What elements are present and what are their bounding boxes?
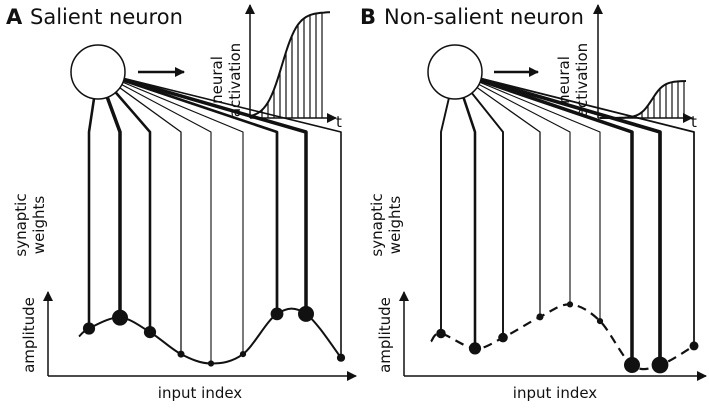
synapse-line-a-4	[97, 71, 182, 355]
synapse-line-b-1	[440, 71, 456, 334]
synapse-dot-a-4	[177, 350, 185, 358]
panel-a-ylabel-top-2: weights	[30, 196, 48, 255]
panel-b-activation-curve	[600, 80, 687, 119]
synapse-dot-a-9	[336, 353, 346, 362]
panel-b-ylabel-top-2: weights	[386, 196, 404, 255]
synapse-line-b-3	[454, 71, 504, 338]
synapse-line-b-2	[453, 71, 477, 349]
synapse-line-b-5	[454, 71, 571, 305]
synapse-dot-b-3	[498, 332, 508, 343]
synapse-line-b-8	[454, 70, 662, 365]
panel-a-xlabel: input index	[158, 384, 243, 402]
synapse-line-b-6	[454, 71, 601, 322]
panel-a-title: Salient neuron	[30, 5, 183, 29]
panel-b-synapse-lines	[440, 70, 695, 365]
panel-a-inset-ylabel-2: activation	[226, 43, 244, 117]
synapse-line-a-1	[87, 71, 100, 329]
synapse-line-a-5	[97, 71, 212, 364]
synapse-line-b-7	[454, 70, 634, 365]
synapse-dot-a-2	[112, 309, 128, 326]
panel-b-ylabel-top-1: synaptic	[368, 193, 386, 256]
synapse-dot-a-8	[298, 305, 314, 322]
synapse-dot-b-9	[689, 341, 699, 351]
panel-b-ylabel-bottom: amplitude	[376, 297, 394, 373]
panel-a-neuron-circle	[70, 44, 126, 100]
panel-b-letter: B	[360, 5, 376, 29]
panel-a-ylabel-top-1: synaptic	[12, 193, 30, 256]
panel-b-inset-ylabel-2: activation	[573, 43, 591, 117]
panel-a-activation-curve	[251, 11, 330, 117]
synapse-dot-a-3	[143, 326, 157, 339]
panel-b-inset-ylabel-1: neural	[555, 56, 573, 104]
synapse-line-a-9	[97, 71, 342, 358]
synapse-line-a-8	[97, 70, 308, 314]
synapse-dot-b-4	[536, 313, 544, 321]
synapse-line-b-9	[454, 71, 695, 346]
panel-a-activation-hatch	[261, 12, 323, 118]
synapse-dot-a-1	[82, 322, 96, 335]
panel-b-inset-xlabel: t	[691, 113, 697, 131]
panel-a-letter: A	[6, 5, 23, 29]
panel-a-ylabel-bottom: amplitude	[20, 297, 38, 373]
panel-a-synapse-dots	[82, 305, 346, 367]
synapse-line-a-3	[97, 71, 152, 333]
panel-b-xlabel: input index	[513, 384, 598, 402]
synapse-line-b-4	[454, 71, 541, 317]
panel-b-activation-hatch	[617, 81, 685, 118]
synapse-line-a-6	[97, 71, 244, 355]
panel-b-activation-inset: neural activation t	[555, 4, 697, 131]
synapse-dot-b-2	[468, 342, 482, 355]
synapse-dot-b-5	[566, 301, 574, 308]
synapse-dot-b-1	[436, 328, 446, 339]
synapse-dot-a-6	[239, 351, 247, 358]
synapse-line-a-2	[96, 71, 122, 318]
panel-a-inset-xlabel: t	[336, 113, 342, 131]
panel-a: A Salient neuron neural activation t syn…	[6, 4, 357, 402]
panel-b-neuron-circle	[427, 44, 483, 100]
panel-b-synapse-dots	[436, 301, 699, 374]
synapse-dot-a-5	[207, 360, 215, 367]
panel-a-activation-inset: neural activation t	[208, 4, 342, 131]
synapse-dot-b-6	[596, 318, 604, 325]
panel-a-inset-ylabel-1: neural	[208, 56, 226, 104]
synapse-dot-b-7	[624, 357, 640, 373]
panel-a-amplitude-curve	[78, 307, 342, 365]
synapse-line-a-7	[97, 70, 279, 314]
synapse-dot-b-8	[651, 356, 669, 374]
panel-b-title: Non-salient neuron	[384, 5, 584, 29]
panel-b-amplitude-curve	[430, 303, 695, 371]
panel-b: B Non-salient neuron neural activation t…	[360, 4, 707, 402]
synapse-dot-a-7	[270, 307, 284, 321]
